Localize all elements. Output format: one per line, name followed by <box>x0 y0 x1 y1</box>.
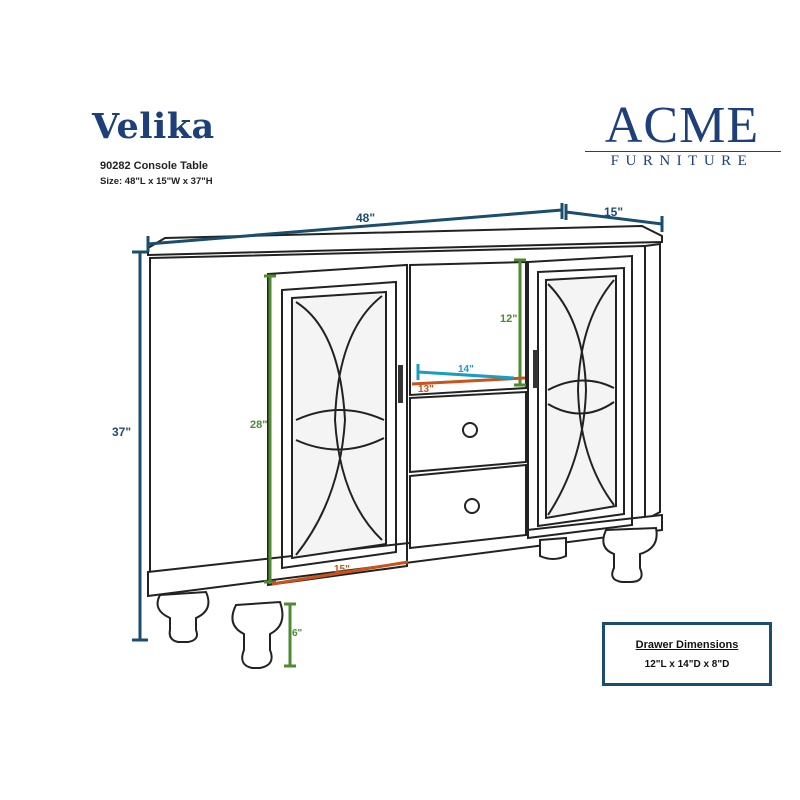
shelf-height-label: 12" <box>500 313 517 325</box>
product-title: Velika <box>92 106 215 147</box>
depth-label: 15" <box>604 205 623 219</box>
brand-subtitle: FURNITURE <box>610 153 754 169</box>
height-label: 37" <box>112 425 131 439</box>
door-height-label: 28" <box>250 419 267 431</box>
brand-rule <box>585 151 781 152</box>
brand-name: ACME <box>604 97 760 154</box>
drawer-dimensions-value: 12"L x 14"D x 8"D <box>644 659 730 670</box>
left-door <box>267 263 408 587</box>
legs <box>156 526 658 669</box>
right-door <box>527 254 633 540</box>
length-label: 48" <box>356 211 375 225</box>
leg-height-label: 6" <box>292 628 303 639</box>
drawer-dimensions-box: Drawer Dimensions 12"L x 14"D x 8"D <box>602 622 772 686</box>
shelf-width-label: 13" <box>418 384 434 395</box>
cyan-dimension-lines <box>416 364 515 380</box>
product-model: 90282 Console Table <box>100 160 209 172</box>
navy-dimension-lines <box>132 203 664 642</box>
door-width-label: 15" <box>334 564 350 575</box>
shelf-depth-label: 14" <box>458 364 474 375</box>
drawer-dimensions-title: Drawer Dimensions <box>635 639 739 651</box>
left-door-handle <box>398 365 403 403</box>
top-drawer-knob <box>462 422 478 438</box>
green-dimension-lines <box>264 258 526 668</box>
product-size: Size: 48"L x 15"W x 37"H <box>100 176 213 187</box>
bottom-drawer-knob <box>464 498 480 514</box>
right-door-handle <box>533 350 538 388</box>
